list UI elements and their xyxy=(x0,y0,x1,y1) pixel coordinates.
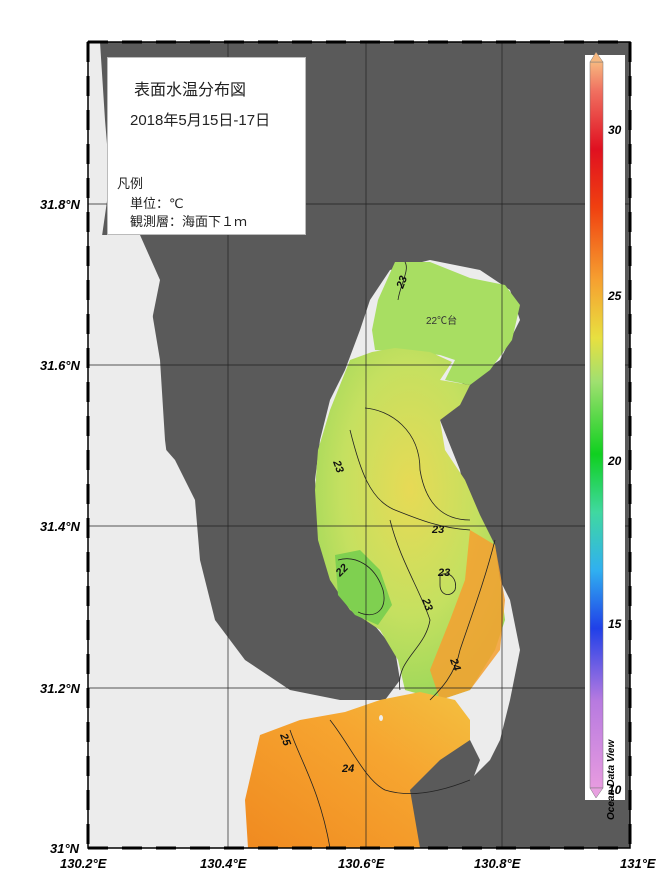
frame-ticks xyxy=(86,40,632,850)
legend-layer: 観測層：海面下１ｍ xyxy=(130,214,248,229)
contour-label-3: 23 xyxy=(431,524,444,536)
islet xyxy=(379,715,383,721)
contour-label-4: 23 xyxy=(437,567,450,579)
contour-label-9: 24 xyxy=(341,763,354,775)
lon-label-130-6: 130.6°E xyxy=(338,856,385,871)
coast-strip xyxy=(88,42,100,140)
contour-24-south xyxy=(329,719,471,795)
contour-label-1: 23 xyxy=(394,274,410,291)
lon-label-131: 131°E xyxy=(620,856,656,871)
legend-box: 表面水温分布図 2018年5月15日-17日 凡例 単位：℃ 観測層：海面下１ｍ xyxy=(107,57,306,235)
coast-strip-2 xyxy=(88,235,160,330)
contour-23-upper xyxy=(364,407,471,521)
contour-23-mid xyxy=(389,519,431,691)
lat-label-31-6: 31.6°N xyxy=(40,358,81,373)
contour-24-east xyxy=(429,539,496,701)
contour-label-6: 23 xyxy=(419,596,435,613)
colorbar-tick-25: 25 xyxy=(607,289,622,303)
lat-label-31-8: 31.8°N xyxy=(40,197,81,212)
land-mass xyxy=(95,42,630,848)
warm-channel xyxy=(430,530,505,700)
ocean-data-view-watermark: Ocean Data View xyxy=(606,739,617,820)
contour-23-north xyxy=(397,261,407,301)
contour-label-7: 24 xyxy=(447,656,463,673)
colorbar-tick-15: 15 xyxy=(608,617,622,631)
colorbar-tick-10: 10 xyxy=(608,783,622,797)
contour-23-west xyxy=(349,429,471,531)
contour-label-2: 23 xyxy=(330,458,346,475)
map-date: 2018年5月15日-17日 xyxy=(130,112,271,129)
contour-22 xyxy=(337,558,385,616)
lat-label-31-4: 31.4°N xyxy=(40,519,81,534)
lon-label-130-4: 130.4°E xyxy=(200,856,247,871)
legend-heading: 凡例 xyxy=(117,176,144,191)
cool-pocket xyxy=(335,550,392,625)
colorbar-tick-20: 20 xyxy=(607,454,622,468)
contour-23-ring xyxy=(439,573,457,595)
legend-unit: 単位：℃ xyxy=(130,196,184,211)
contour-25 xyxy=(289,729,331,848)
lon-label-130-8: 130.8°E xyxy=(474,856,521,871)
lat-label-31: 31°N xyxy=(50,841,80,856)
lon-label-130-2: 130.2°E xyxy=(60,856,107,871)
contour-label-8: 25 xyxy=(277,731,293,748)
contours xyxy=(289,261,496,848)
colorbar-top-arrow xyxy=(589,51,604,63)
annotation-22c: 22℃台 xyxy=(426,314,457,327)
west-sea xyxy=(88,230,330,848)
colorbar-bottom-arrow xyxy=(589,787,604,799)
colorbar-tick-30: 30 xyxy=(608,123,622,137)
map-frame xyxy=(87,41,631,849)
map-title: 表面水温分布図 xyxy=(134,82,247,99)
land-south xyxy=(410,740,480,848)
lat-label-31-2: 31.2°N xyxy=(40,681,81,696)
bay-north xyxy=(372,262,520,385)
colorbar xyxy=(589,61,604,789)
